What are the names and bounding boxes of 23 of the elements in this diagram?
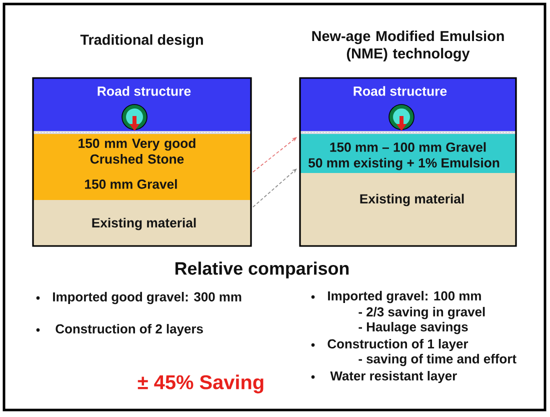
- savings-label: ± 45% Saving: [138, 374, 264, 394]
- sub-item: - Haulage savings: [358, 322, 468, 334]
- subbase-layer: 150 mm Gravel: [33, 166, 251, 200]
- arrow: [252, 168, 297, 208]
- node-label: 150 mm Very good Crushed Stone: [78, 138, 196, 164]
- base-layer: 150 mm Very good Crushed Stone: [33, 134, 251, 166]
- panel-heading: Traditional design: [80, 34, 203, 48]
- list-item: Construction of 2 layers: [56, 324, 203, 336]
- stabilised-layer: 150 mm – 100 mm Gravel 50 mm existing + 1% Emulsion: [300, 134, 516, 173]
- subgrade-layer: Existing material: [33, 200, 251, 246]
- subgrade-layer: Existing material: [300, 173, 516, 246]
- road-layer: Road structure: [33, 78, 251, 131]
- list-item: Imported good gravel: 300 mm: [53, 292, 242, 304]
- sub-item: - 2/3 saving in gravel: [358, 306, 485, 320]
- section-heading: Relative comparison: [176, 262, 349, 278]
- list-item: Construction of 1 layer: [328, 338, 468, 352]
- node-label: 150 mm Gravel: [85, 179, 177, 189]
- sub-item: - saving of time and effort: [358, 354, 516, 366]
- list-item: Water resistant layer: [330, 370, 457, 384]
- list-item: Imported gravel: 100 mm: [328, 290, 481, 304]
- arrow: [252, 137, 297, 172]
- panel-heading: New-age Modified Emulsion (NME) technology: [312, 30, 504, 62]
- road-layer: Road structure: [300, 78, 516, 131]
